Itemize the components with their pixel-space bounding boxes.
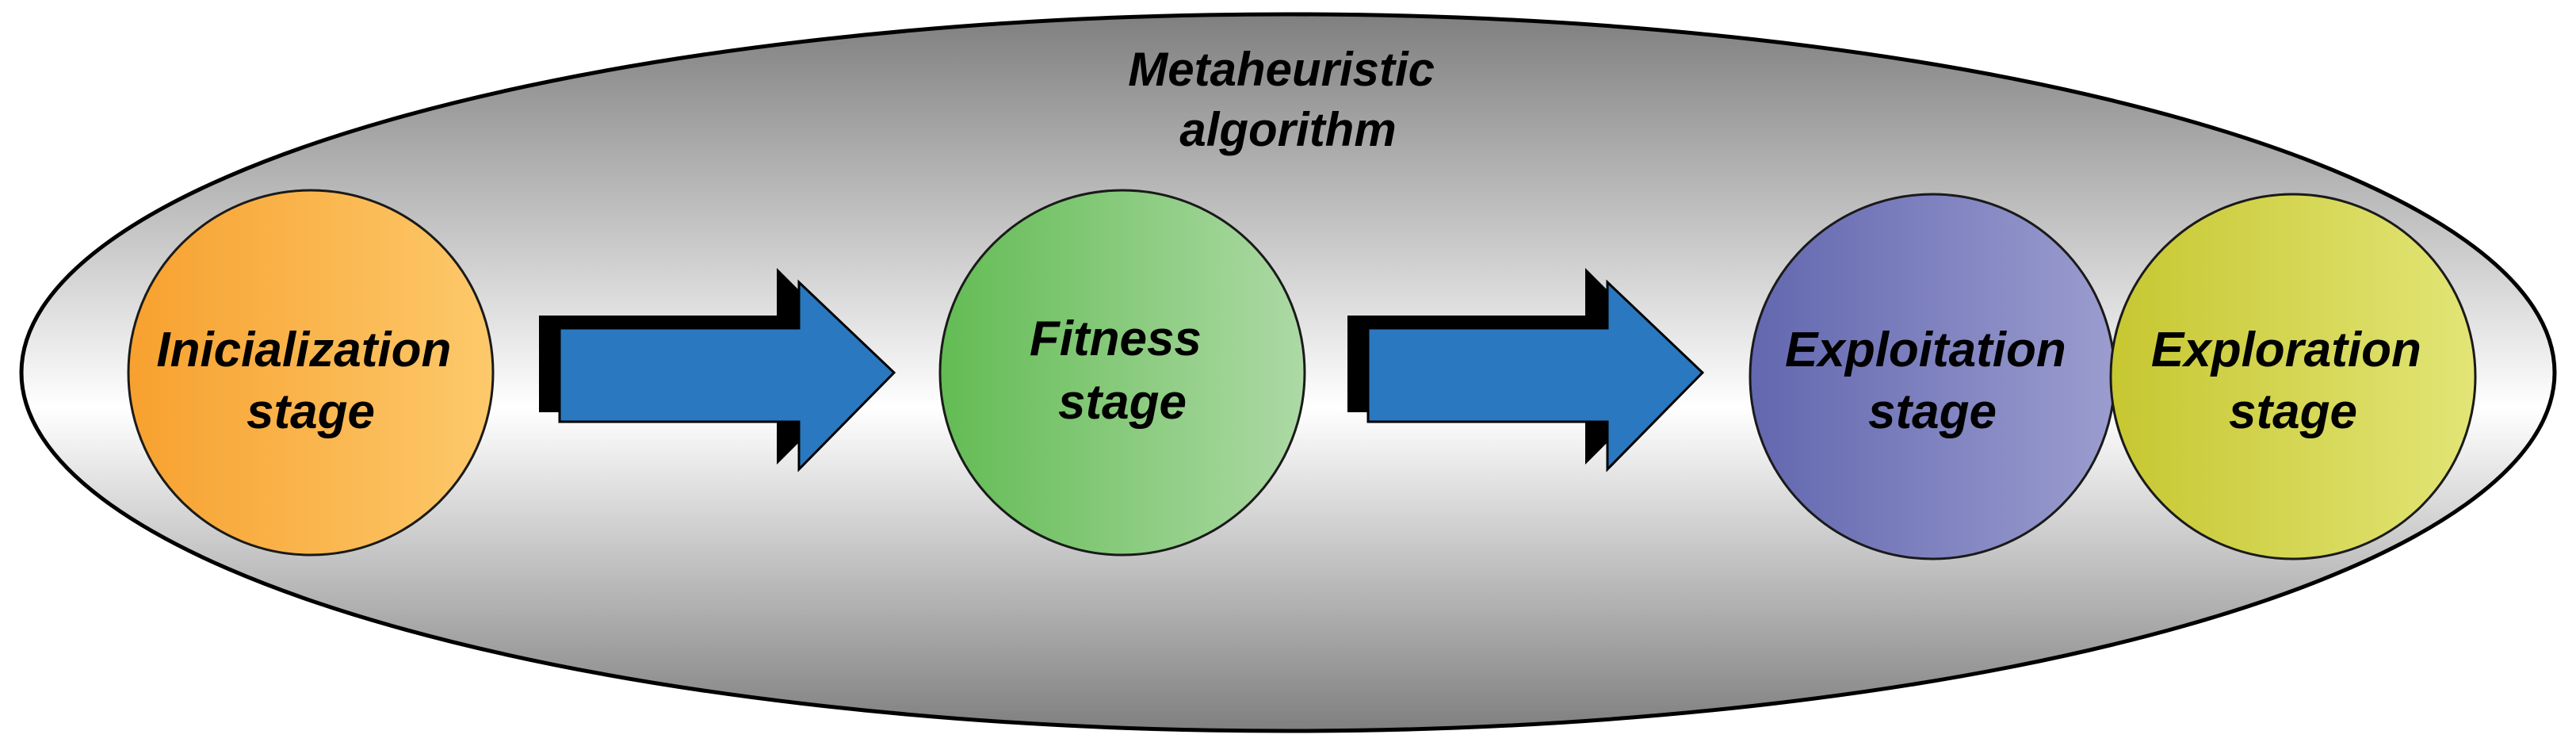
stage-initialization: Inicialization stage xyxy=(127,189,495,557)
arrow-fitness-to-exploitation xyxy=(1347,268,1705,472)
stage-fitness: Fitness stage xyxy=(938,189,1306,557)
stage-exploration-circle xyxy=(2109,193,2477,560)
stage-exploitation: Exploitation stage xyxy=(1749,193,2116,560)
stage-exploration: Exploration stage xyxy=(2109,193,2477,560)
arrow-1-body xyxy=(558,279,896,472)
stage-exploitation-line-2: stage xyxy=(1868,384,1997,439)
stage-exploration-line-2: stage xyxy=(2229,384,2357,439)
stage-initialization-line-1: Inicialization xyxy=(156,323,451,377)
stage-exploitation-label: Exploitation stage xyxy=(1785,323,2080,439)
stage-exploitation-line-1: Exploitation xyxy=(1785,323,2066,377)
arrow-initialization-to-fitness xyxy=(539,268,896,472)
stage-initialization-circle xyxy=(127,189,495,557)
stage-fitness-line-2: stage xyxy=(1058,375,1187,430)
arrow-2-body xyxy=(1366,279,1705,472)
diagram-title: Metaheuristic algorithm xyxy=(1128,43,1447,156)
stage-exploration-line-1: Exploration xyxy=(2151,323,2421,377)
stage-fitness-label: Fitness stage xyxy=(1030,312,1215,430)
stage-initialization-label: Inicialization stage xyxy=(156,323,464,439)
stage-fitness-circle xyxy=(938,189,1306,557)
stage-exploration-label: Exploration stage xyxy=(2151,323,2435,439)
diagram-title-line-2: algorithm xyxy=(1179,103,1396,156)
stage-initialization-line-2: stage xyxy=(247,384,375,439)
diagram-title-line-1: Metaheuristic xyxy=(1128,43,1435,96)
stage-fitness-line-1: Fitness xyxy=(1030,312,1202,366)
